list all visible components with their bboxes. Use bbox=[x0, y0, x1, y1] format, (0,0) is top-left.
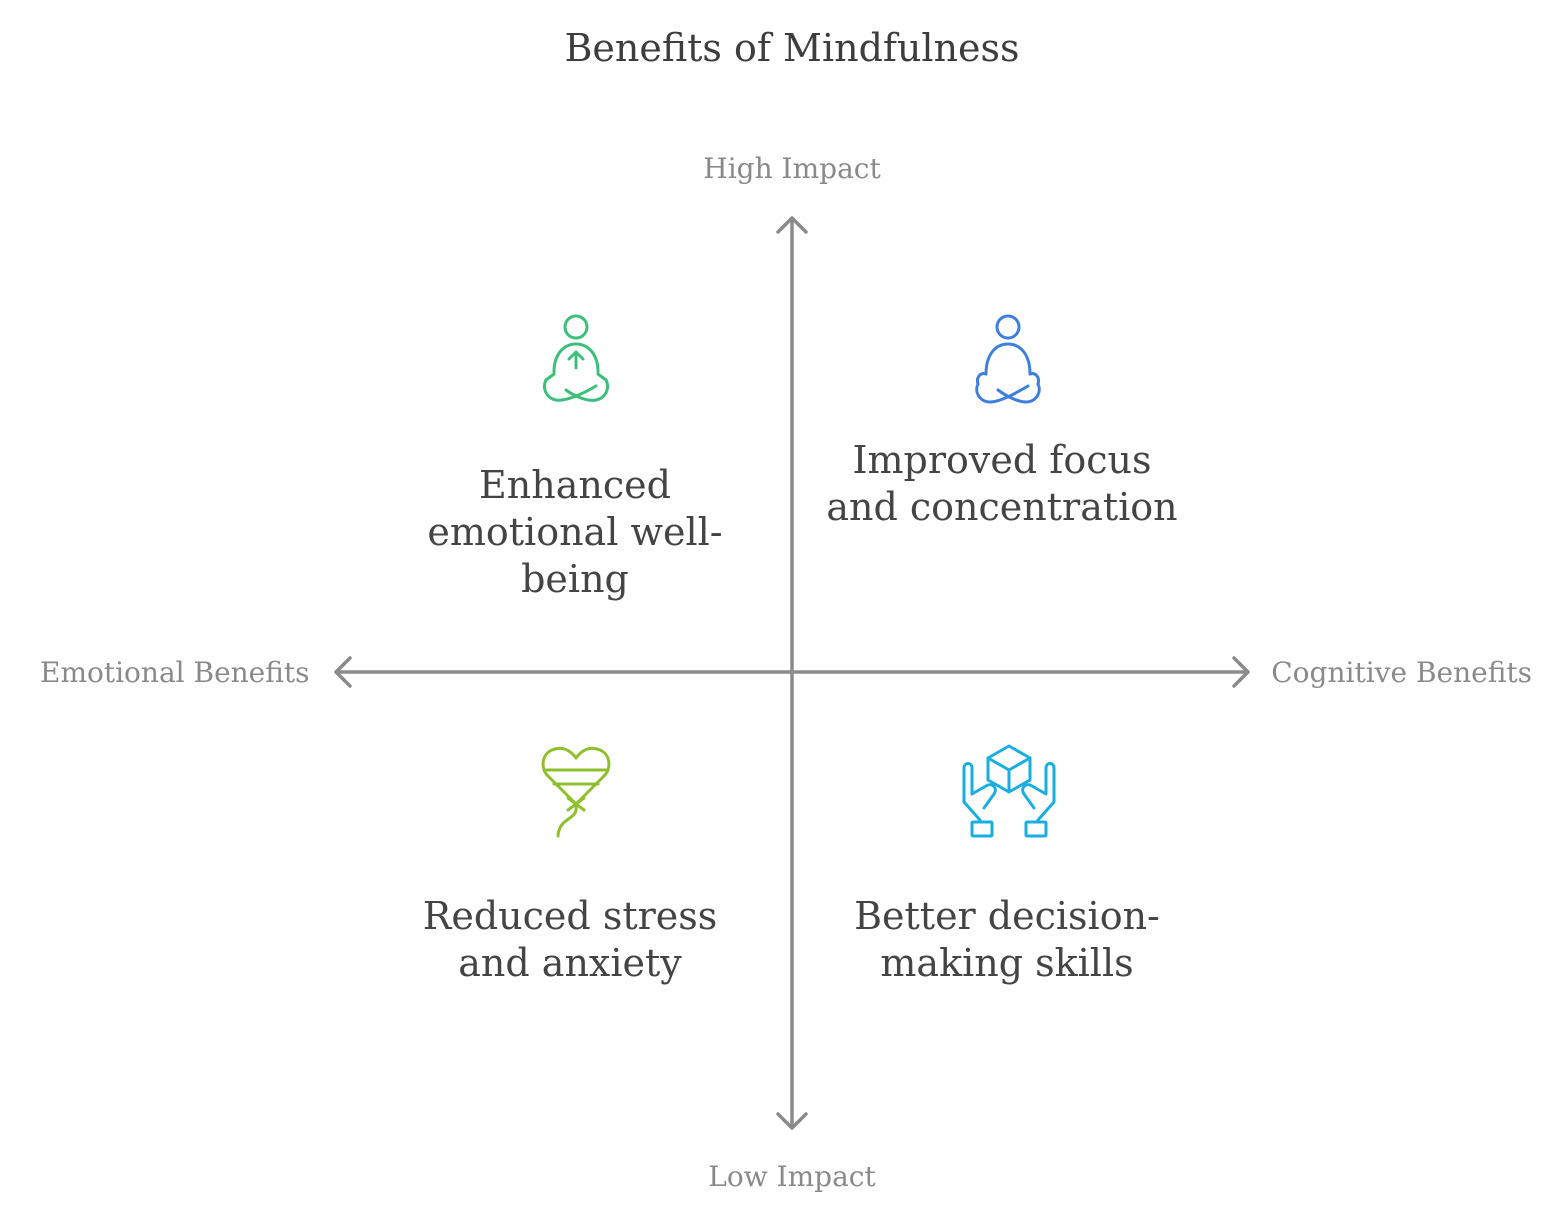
meditating-person-icon bbox=[975, 314, 1041, 404]
heart-balloon-icon bbox=[541, 746, 611, 838]
meditation-person-icon bbox=[542, 314, 610, 402]
axis-label-low-impact: Low Impact bbox=[708, 1160, 876, 1193]
arrow-up-icon bbox=[776, 216, 808, 234]
quadrant-text-reduced-stress: Reduced stress and anxiety bbox=[422, 894, 718, 985]
quadrant-text-emotional-well-being: Enhanced emotional well-being bbox=[427, 463, 723, 601]
quadrant-text-focus-concentration: Improved focus and concentration bbox=[826, 438, 1178, 529]
arrow-down-icon bbox=[776, 1112, 808, 1130]
quadrant-text-decision-making: Better decision-making skills bbox=[854, 894, 1160, 985]
diagram-title: Benefits of Mindfulness bbox=[564, 26, 1020, 70]
arrow-right-icon bbox=[1232, 656, 1250, 688]
axis-label-cognitive-benefits: Cognitive Benefits bbox=[1271, 656, 1532, 689]
hands-holding-cube-icon bbox=[962, 744, 1056, 838]
arrow-left-icon bbox=[334, 656, 352, 688]
axis-label-emotional-benefits: Emotional Benefits bbox=[40, 656, 310, 689]
axis-label-high-impact: High Impact bbox=[703, 152, 881, 185]
